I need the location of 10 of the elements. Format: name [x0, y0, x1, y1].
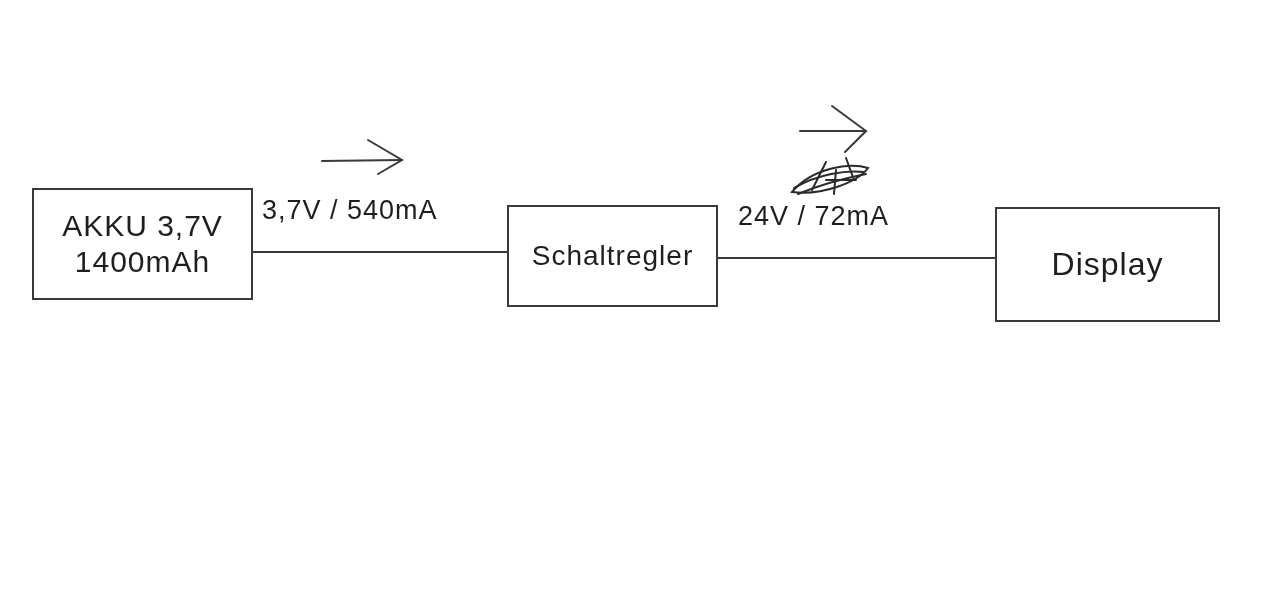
edge-label: 24V / 72mA: [738, 200, 890, 233]
edge-label: 3,7V / 540mA: [262, 194, 438, 227]
block-box: [32, 188, 253, 300]
block-box: [507, 205, 718, 307]
block-label: Display: [1051, 245, 1164, 284]
block-box: [995, 207, 1220, 322]
block-label: Schaltregler: [531, 239, 694, 273]
block-label: AKKU 3,7V 1400mAh: [61, 208, 224, 280]
connector-line: [252, 251, 508, 253]
connector-line: [717, 257, 996, 259]
